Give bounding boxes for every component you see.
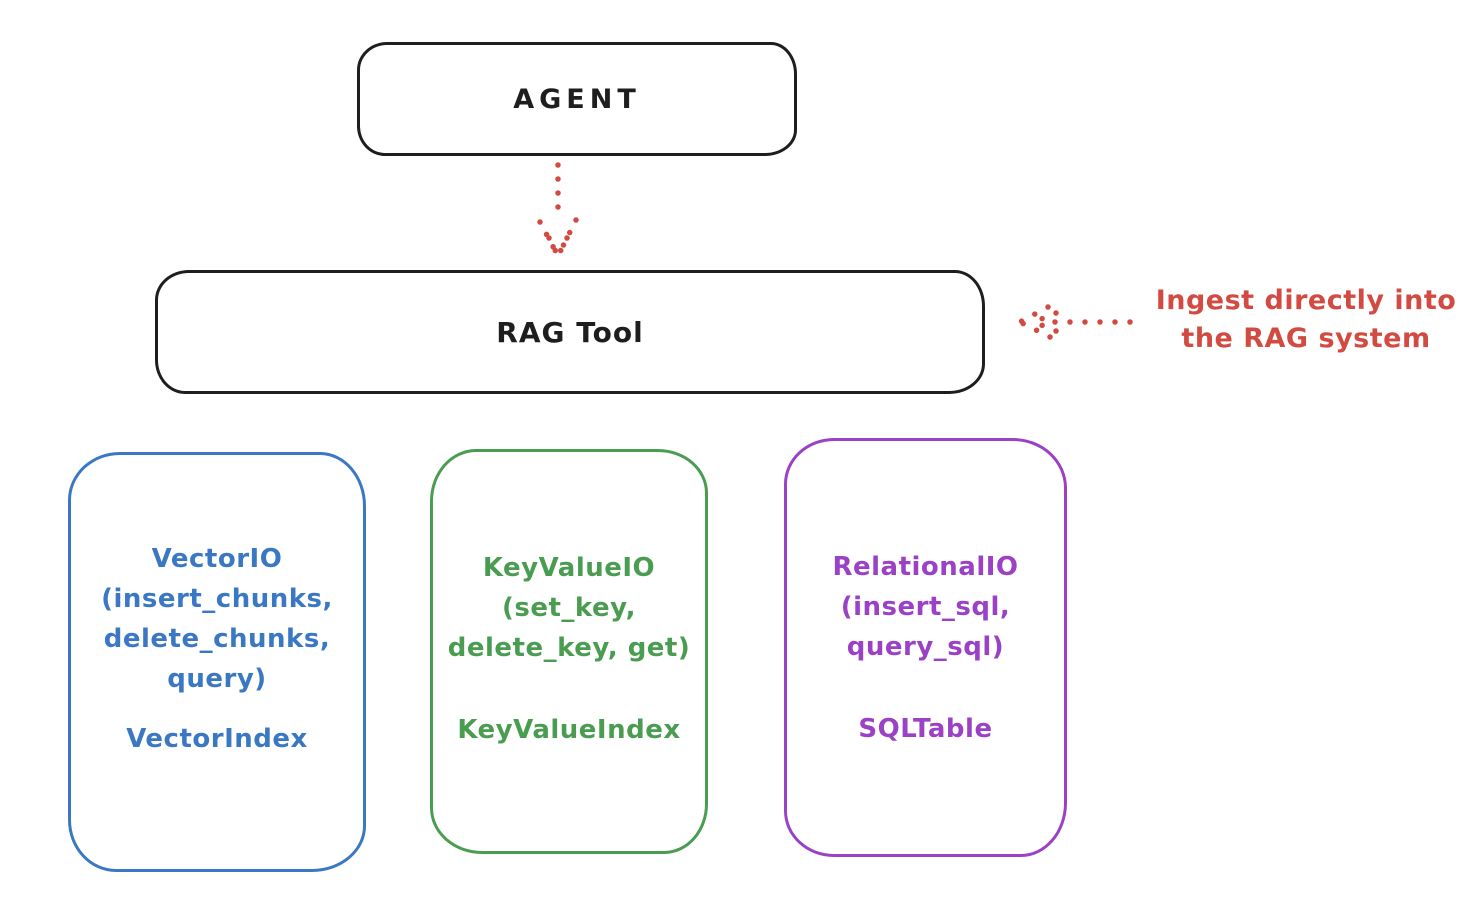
relational-io-line: query_sql) [846,632,1005,662]
backend-box-vector-io: VectorIO (insert_chunks, delete_chunks, … [68,452,366,872]
keyvalue-io-line: KeyValueIO [482,553,656,583]
node-agent: AGENT [357,42,797,156]
relational-io-line: (insert_sql, [840,592,1011,622]
node-agent-label: AGENT [513,83,641,115]
annotation-line-1: Ingest directly into [1155,285,1457,316]
backend-box-keyvalue-io: KeyValueIO (set_key, delete_key, get) Ke… [430,449,708,854]
arrow-annotation-to-ragtool-icon [1017,304,1133,340]
vector-io-line: VectorIO [151,544,283,574]
node-rag-tool: RAG Tool [155,270,985,394]
keyvalue-index-label: KeyValueIndex [457,715,681,745]
vector-io-line: (insert_chunks, [101,584,333,614]
vector-io-line: query) [167,664,267,694]
backend-box-relational-io: RelationalIO (insert_sql, query_sql) SQL… [784,438,1067,857]
vector-index-label: VectorIndex [126,724,308,754]
arrow-agent-to-ragtool-icon [537,162,579,259]
vector-io-line: delete_chunks, [103,624,331,654]
annotation-ingest: Ingest directly into the RAG system [1133,282,1479,358]
node-rag-tool-label: RAG Tool [496,315,644,349]
keyvalue-io-line: (set_key, [502,593,636,623]
sql-table-label: SQLTable [858,714,993,744]
keyvalue-io-line: delete_key, get) [447,633,691,663]
relational-io-line: RelationalIO [832,552,1019,582]
annotation-line-2: the RAG system [1181,323,1431,354]
